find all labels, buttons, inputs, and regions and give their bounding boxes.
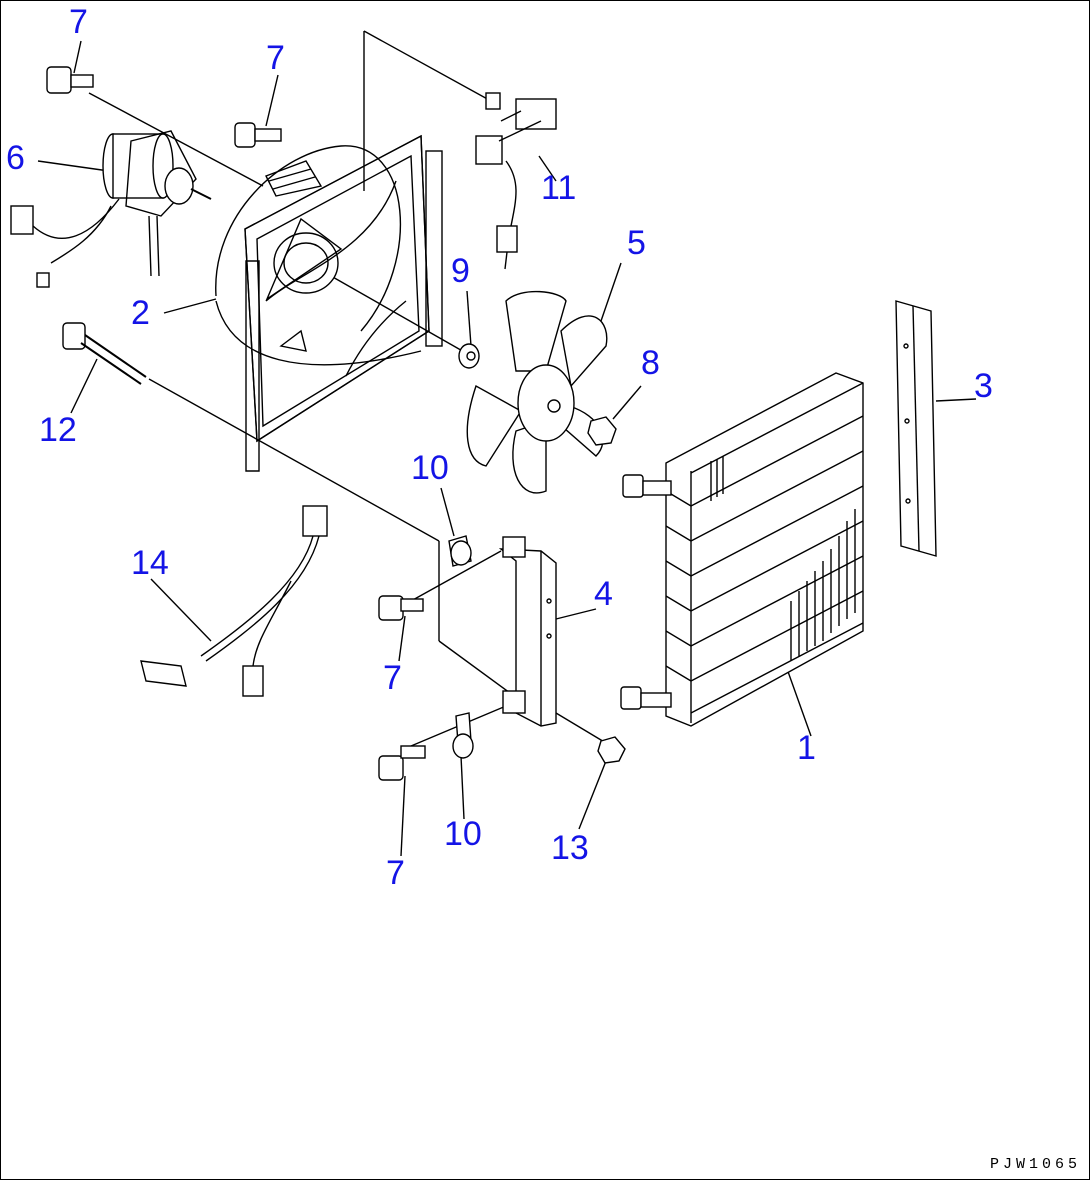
callout-13-nut: 13 (551, 829, 589, 867)
callout-11-relay: 11 (541, 169, 577, 207)
condenser-fins (710, 456, 856, 661)
callout-7-mid-bolt: 7 (383, 659, 402, 697)
fan-shroud-2 (215, 134, 443, 472)
callout-9-washer: 9 (451, 252, 470, 290)
clamp-10-upper (448, 535, 472, 567)
callout-7-upper-bolt: 7 (266, 39, 285, 77)
fan-blade-5 (466, 290, 608, 494)
bolt-12-long (62, 322, 147, 385)
clamp-10-lower (452, 712, 474, 759)
bolt-7-top (46, 66, 94, 94)
bolt-7-upper (234, 122, 282, 148)
bolt-7-lower (378, 745, 426, 781)
nut-13 (597, 736, 626, 764)
mounting-bracket-4 (498, 536, 557, 727)
callout-8-nut: 8 (641, 344, 660, 382)
callout-12-long-bolt: 12 (39, 411, 77, 449)
callout-1-condenser: 1 (797, 729, 816, 767)
side-bracket-3 (895, 300, 937, 557)
relay-11 (475, 92, 557, 270)
washer-9 (458, 343, 480, 369)
callout-10-lower-clamp: 10 (444, 815, 482, 853)
condenser-pipe-lower (620, 686, 672, 710)
drawing-code: PJW1065 (989, 1156, 1081, 1173)
wire-harness-14 (140, 505, 328, 697)
leader-lines (37, 30, 977, 857)
callout-10-upper-clamp: 10 (411, 449, 449, 487)
condenser-core-1 (620, 372, 864, 727)
fan-motor-6 (10, 130, 212, 288)
callout-7-top-bolt: 7 (69, 3, 88, 41)
callout-4-bracket: 4 (594, 575, 613, 613)
bolt-7-mid (378, 595, 424, 621)
condenser-pipe-upper (622, 474, 672, 498)
callout-7-lower-bolt: 7 (386, 854, 405, 892)
callout-6-motor: 6 (6, 139, 25, 177)
nut-8 (587, 416, 617, 446)
callout-14-harness: 14 (131, 544, 169, 582)
callout-3-bracket: 3 (974, 367, 993, 405)
callout-2-shroud: 2 (131, 294, 150, 332)
callout-5-fan: 5 (627, 224, 646, 262)
